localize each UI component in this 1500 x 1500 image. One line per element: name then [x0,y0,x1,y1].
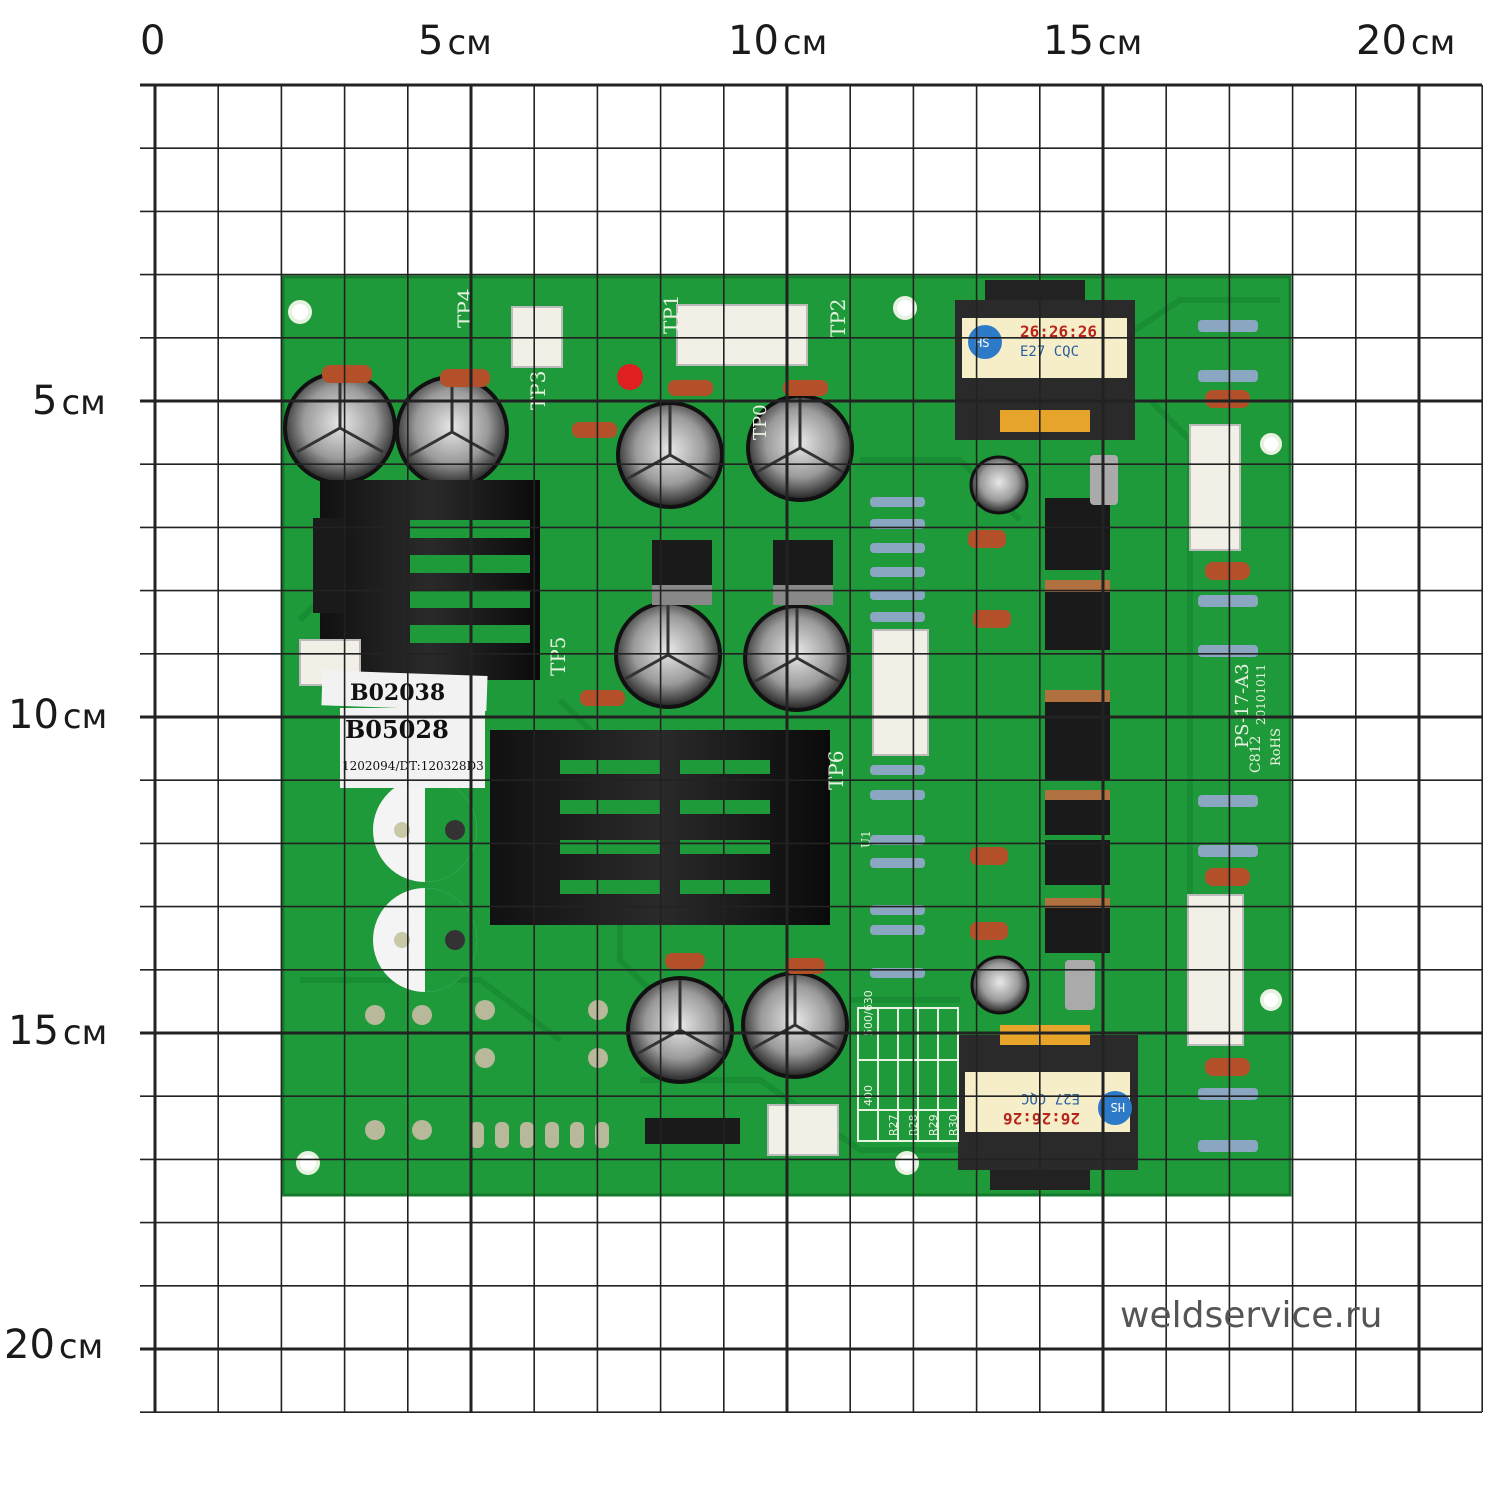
sticker-text: B02038 B05028 1202094/DT:120328D3 [342,680,484,773]
table-r29: R29 [927,1114,940,1136]
tp4-label: TP4 [453,288,477,328]
u1-chip [645,1118,740,1144]
led1 [617,364,643,390]
measurement-grid [140,85,1483,1413]
heatsink-top-left [313,480,540,680]
table-text: 500/630 400 R27 R28 R29 R30 [862,990,960,1136]
sticker-2: B05028 [345,715,449,744]
silkscreen-labels: TP1 TP2 TP3 TP4 TP5 TP6 TP0 PS-17-A3 201… [453,288,1284,848]
t2-ratio: 26:26:26 [1003,1109,1080,1128]
tp5-label: TP5 [546,636,570,676]
sticker-1: B02038 [350,680,445,706]
tp3-label: TP3 [526,370,550,410]
table-h2: 500/630 [862,990,875,1036]
marks-text: U1 [859,830,873,848]
sticker-3: 1202094/DT:120328D3 [342,759,484,773]
hs-logo-1: HS [975,336,989,350]
pads [365,1000,609,1148]
hs-logo-2: HS [1111,1100,1125,1114]
t2-sub: E27 CQC [1021,1090,1080,1106]
jumper-table [857,1007,959,1142]
table-r30: R30 [947,1114,960,1136]
rohs-label: RoHS [1269,728,1284,766]
tp2-label: TP2 [826,298,850,338]
ul-label: C812 [1248,736,1264,773]
tp1-label: TP1 [659,294,683,334]
capacitor-outlines [373,778,477,992]
tp0-label: TP0 [750,404,771,440]
transistor-column [1045,498,1110,953]
ruler-top-0: 0 [140,18,166,64]
measurement-grid-major [140,83,1482,1412]
watermark: weldservice.ru [1120,1295,1383,1336]
table-r27: R27 [887,1114,900,1136]
model-label: PS-17-A3 [1232,663,1253,748]
transistor-tabs [1045,580,1110,908]
stickers [321,670,488,788]
tp6-label: TP6 [824,750,848,790]
transformer-t1 [955,280,1135,440]
t1-sub: E27 CQC [1020,344,1079,360]
date-label: 20101011 [1254,664,1268,725]
